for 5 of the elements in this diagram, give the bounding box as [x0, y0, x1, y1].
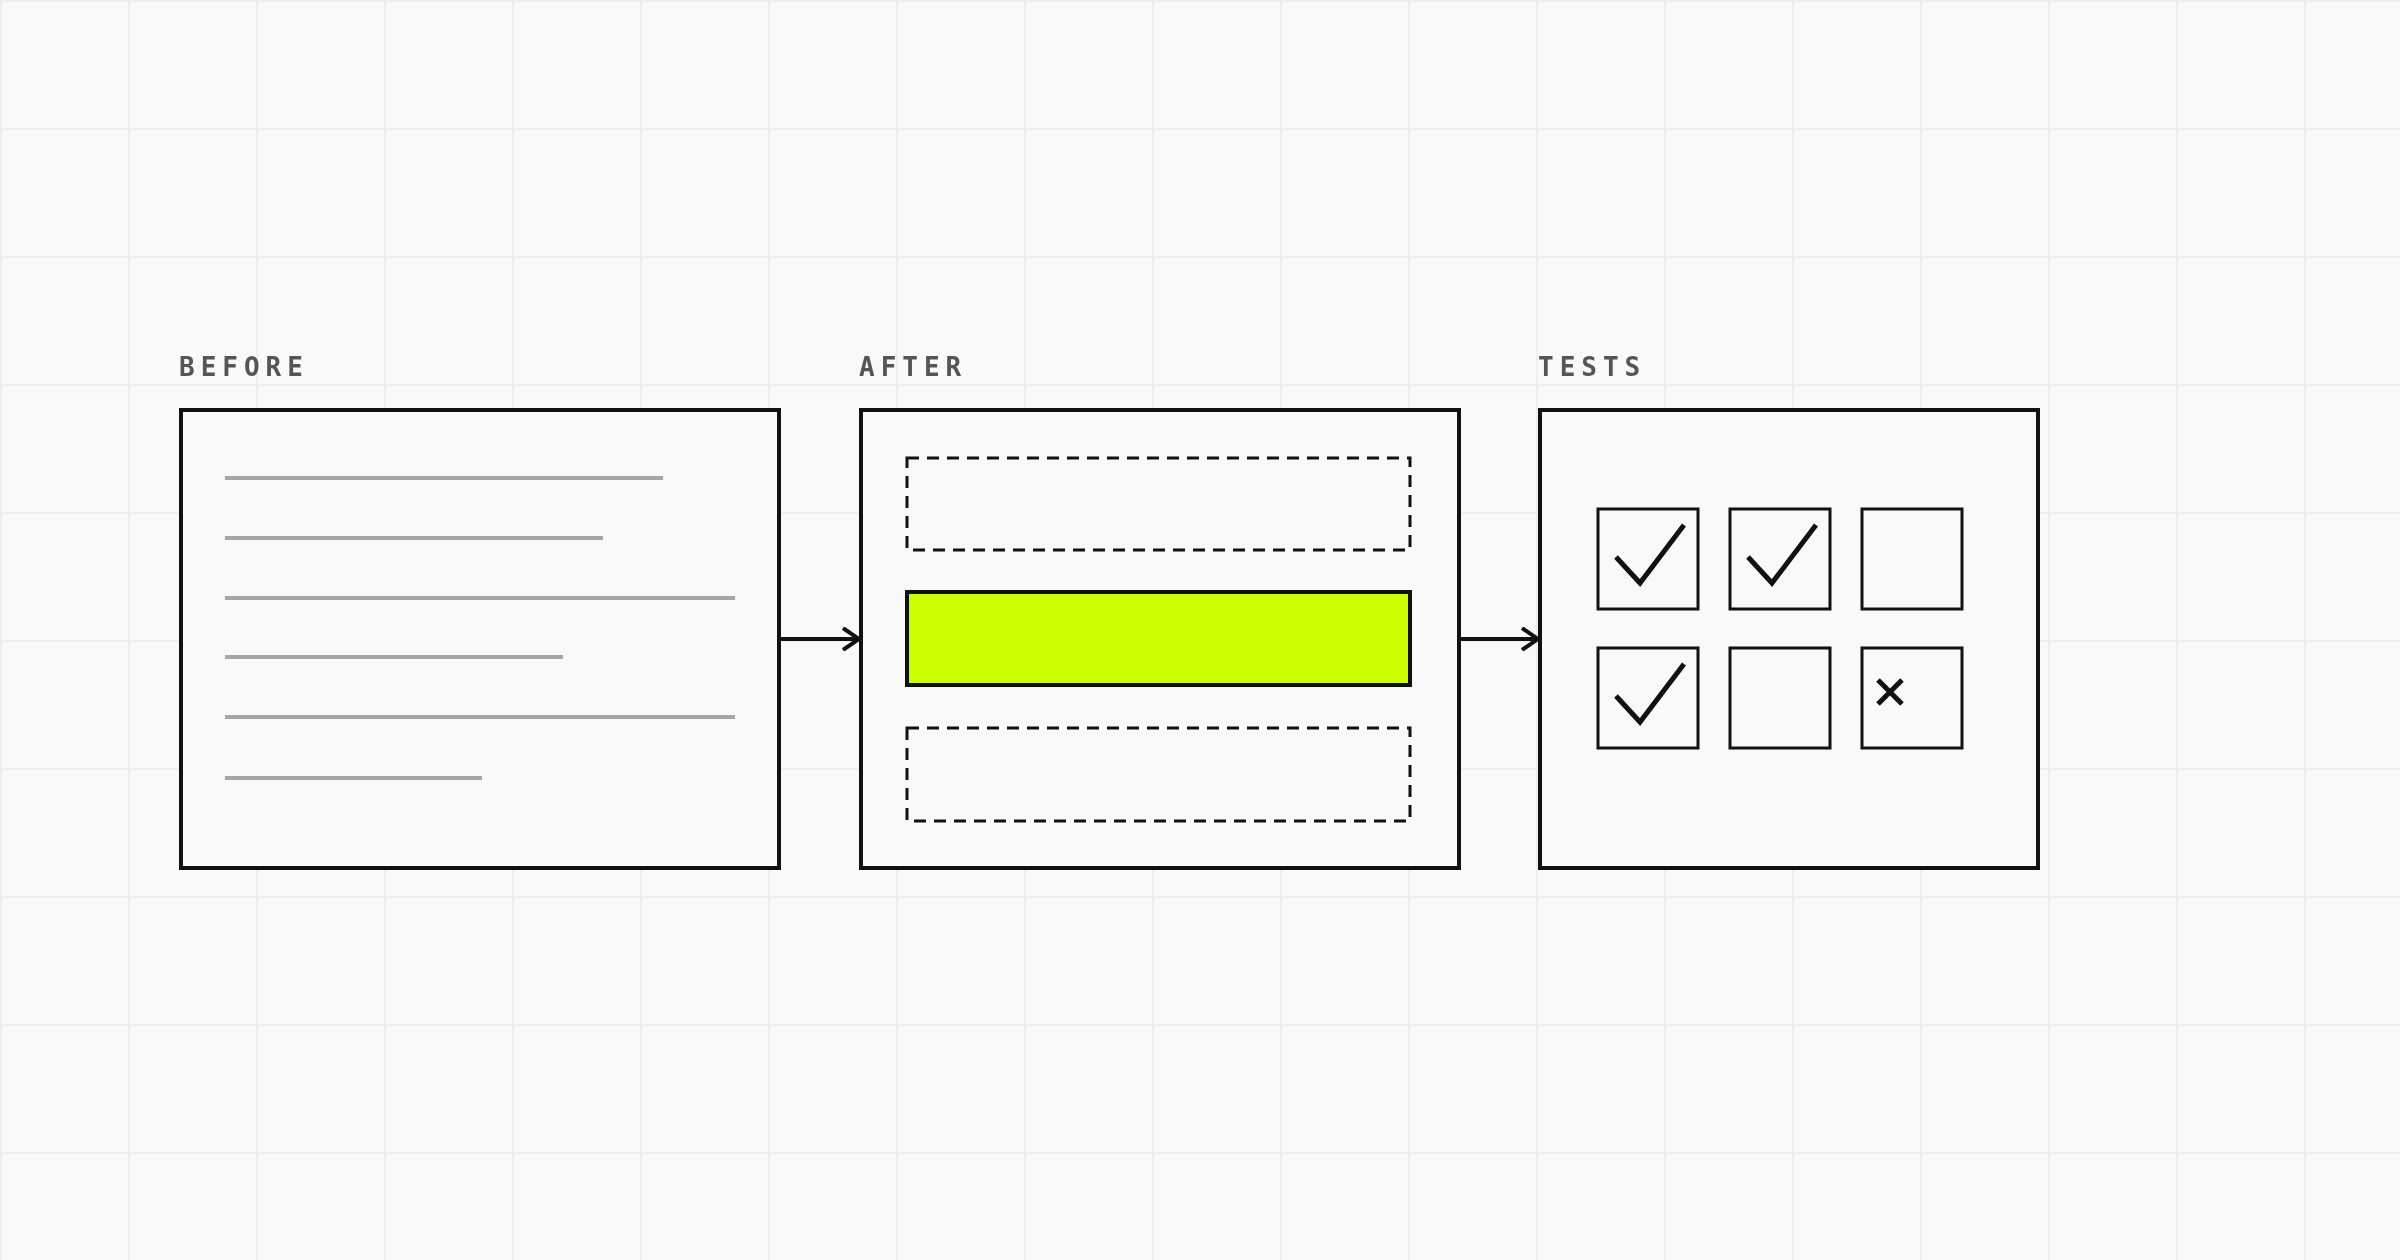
panel-heading: BEFORE: [179, 351, 309, 384]
arrow: [781, 626, 861, 652]
arrow: [1461, 626, 1540, 652]
panel-heading: AFTER: [859, 351, 968, 384]
panel-heading: TESTS: [1538, 351, 1647, 384]
